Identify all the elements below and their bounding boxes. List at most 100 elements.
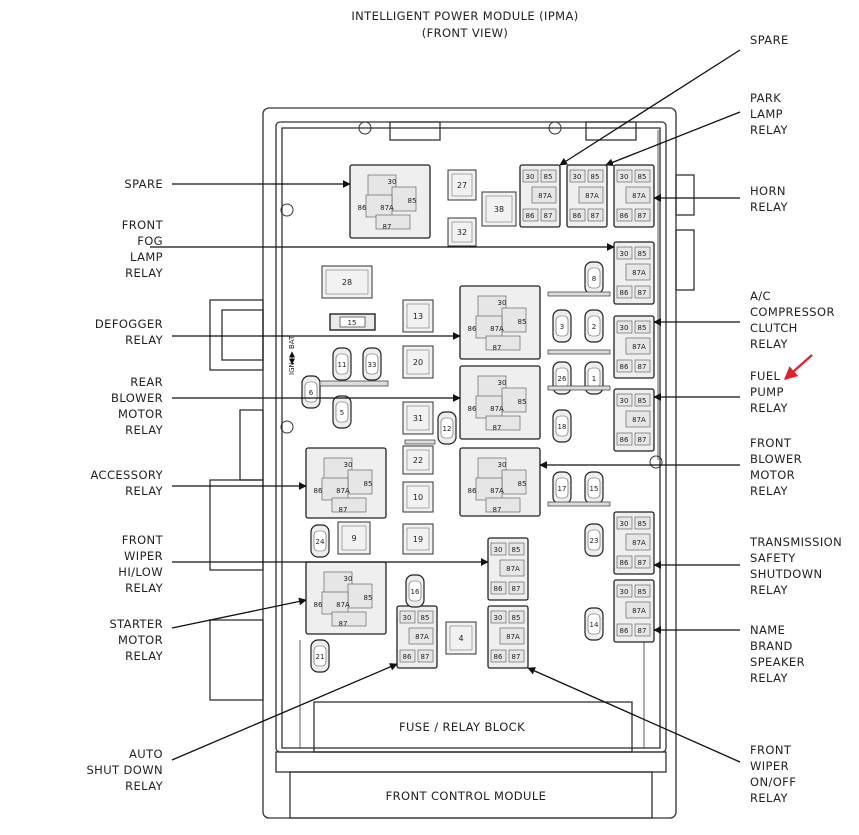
park-lamp-relay-line-1: LAMP — [750, 107, 783, 121]
relay-accessory-t86: 86 — [314, 487, 323, 495]
fuse-4: 4 — [445, 621, 477, 655]
relay-front-wiper-hilow-t87: 87 — [512, 585, 521, 593]
relay-spare-left-t86: 86 — [358, 204, 367, 212]
fuel-pump-relay-line-2: RELAY — [750, 401, 789, 415]
relay-park-lamp-t87: 87 — [591, 212, 600, 220]
leader-lines — [150, 49, 741, 763]
relay-rear-blower-t30: 30 — [498, 379, 507, 387]
mini-fuse-3: 3 — [552, 309, 572, 343]
bat-label: BAT — [288, 335, 296, 349]
diagram-subtitle: (FRONT VIEW) — [422, 26, 509, 40]
mini-fuse-23: 23 — [584, 523, 604, 557]
relay-accessory-t87a: 87A — [336, 487, 350, 495]
front-blower-motor-relay-line-1: BLOWER — [750, 452, 802, 466]
rear-blower-motor-relay-line-0: REAR — [130, 375, 163, 389]
relay-spare-left-t85: 85 — [408, 197, 417, 205]
relay-front-blower-t85: 85 — [518, 480, 527, 488]
front-wiper-hilow-relay-line-1: WIPER — [124, 549, 163, 563]
defogger-relay-line-1: RELAY — [125, 333, 164, 347]
relay-ac-clutch-t86: 86 — [620, 363, 629, 371]
relay-starter-t87a: 87A — [336, 601, 350, 609]
relay-spare-left-t87: 87 — [383, 223, 392, 231]
mini-fuse-6: 6 — [301, 375, 321, 409]
mini-fuse-2: 2 — [584, 309, 604, 343]
relay-front-fog-t87a: 87A — [632, 269, 646, 277]
leader-front-wiper-onoff — [527, 667, 741, 763]
mini-fuse-15: 15 — [584, 471, 604, 505]
relay-rear-blower-t87a: 87A — [490, 405, 504, 413]
relay-front-blower-t87a: 87A — [490, 487, 504, 495]
auto-shut-down-relay-line-1: SHUT DOWN — [86, 763, 163, 777]
accessory-relay-line-0: ACCESSORY — [90, 468, 163, 482]
relay-rear-blower-t86: 86 — [468, 405, 477, 413]
relay-name-brand-t85: 85 — [638, 588, 647, 596]
mini-fuse-33-label: 33 — [368, 361, 377, 369]
relay-starter-t85: 85 — [364, 594, 373, 602]
mini-fuse-21-label: 21 — [316, 653, 325, 661]
mini-fuse-24: 24 — [310, 524, 330, 558]
relay-fuel-pump-t87a: 87A — [632, 416, 646, 424]
relay-front-wiper-onoff-t87: 87 — [512, 653, 521, 661]
ac-compressor-clutch-relay-line-2: CLUTCH — [750, 321, 798, 335]
fuse-10: 10 — [402, 481, 434, 513]
relay-ac-clutch-t87a: 87A — [632, 343, 646, 351]
relay-front-blower-t86: 86 — [468, 487, 477, 495]
fuse-relay-block-label: FUSE / RELAY BLOCK — [399, 720, 525, 734]
relay-front-blower: 30 85 86 87A 87 — [459, 447, 541, 517]
leader-park-lamp — [605, 111, 741, 167]
mini-fuse-23-label: 23 — [590, 537, 599, 545]
relay-park-lamp-t30: 30 — [573, 173, 582, 181]
fuse-19: 19 — [402, 523, 434, 555]
fuse-20-label: 20 — [413, 358, 423, 367]
horn-relay-line-0: HORN — [750, 184, 786, 198]
front-wiper-onoff-relay-line-0: FRONT — [750, 743, 792, 757]
relay-spare-left-t87a: 87A — [380, 204, 394, 212]
name-brand-speaker-relay-line-1: BRAND — [750, 639, 793, 653]
relay-front-blower-t30: 30 — [498, 461, 507, 469]
mini-fuse-1-label: 1 — [592, 375, 596, 383]
fuse-22: 22 — [402, 445, 434, 475]
mini-fuse-33: 33 — [362, 347, 382, 381]
front-fog-lamp-relay-line-2: LAMP — [130, 250, 163, 264]
relay-park-lamp-t87a: 87A — [585, 192, 599, 200]
relay-auto-shutdown-t87: 87 — [421, 653, 430, 661]
relay-front-wiper-hilow-t30: 30 — [494, 546, 503, 554]
relay-spare-right-t87: 87 — [544, 212, 553, 220]
leader-auto-shutdown — [171, 663, 398, 761]
relay-fuel-pump-t85: 85 — [638, 397, 647, 405]
fuse-19-label: 19 — [413, 535, 423, 544]
mini-fuse-6-label: 6 — [309, 389, 314, 397]
relay-name-brand-t30: 30 — [620, 588, 629, 596]
front-control-module-label: FRONT CONTROL MODULE — [386, 789, 547, 803]
relay-transmission-t86: 86 — [620, 559, 629, 567]
name-brand-speaker-relay-line-2: SPEAKER — [750, 655, 805, 669]
fuel-pump-relay-line-0: FUEL — [750, 369, 780, 383]
relay-front-blower-t87: 87 — [493, 506, 502, 514]
transmission-safety-shutdown-relay-line-1: SAFETY — [750, 551, 796, 565]
relay-front-fog-t86: 86 — [620, 289, 629, 297]
ign-bat-switch: IGN BAT — [288, 335, 296, 375]
relay-front-wiper-hilow-t86: 86 — [494, 585, 503, 593]
mini-fuse-17-label: 17 — [558, 485, 567, 493]
relay-front-wiper-hilow-t87a: 87A — [506, 565, 520, 573]
rear-blower-motor-relay-line-3: RELAY — [125, 423, 164, 437]
fuse-28-label: 28 — [342, 278, 352, 287]
bus-bars — [319, 291, 611, 507]
mini-fuse-12-label: 12 — [443, 425, 452, 433]
mini-fuse-14: 14 — [584, 607, 604, 641]
relay-transmission-t85: 85 — [638, 520, 647, 528]
defogger-relay-line-0: DEFOGGER — [95, 317, 163, 331]
relay-fuel-pump-t87: 87 — [638, 436, 647, 444]
relay-park-lamp-t85: 85 — [591, 173, 600, 181]
